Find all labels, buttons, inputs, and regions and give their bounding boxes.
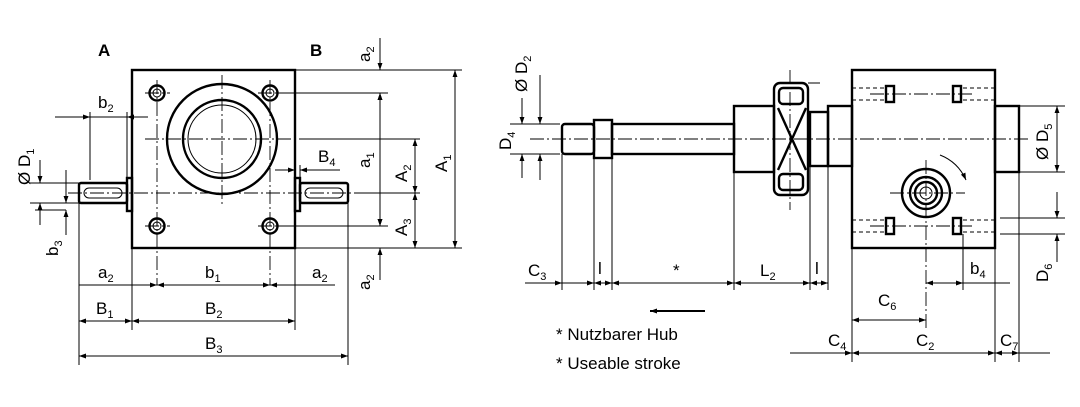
right-extension-lines	[510, 82, 1065, 362]
D4-label: D4	[496, 132, 518, 150]
D2-label: Ø D2	[512, 56, 534, 92]
C7-label: C7	[1000, 331, 1018, 353]
note-german: * Nutzbarer Hub	[556, 325, 678, 344]
right-worm-shaft	[293, 176, 350, 213]
right-center-lines	[530, 70, 1030, 330]
a2-top-label: a2	[355, 46, 377, 62]
b3-label: b3	[43, 240, 65, 256]
left-flange	[826, 104, 854, 168]
left-center-lines	[68, 75, 360, 285]
left-view: A B a2 a1 a2 A2 A3 A1 Ø D1 b3 b2 B4 a2 b…	[15, 38, 462, 365]
D1-label: Ø D1	[15, 149, 37, 185]
a2-right-label: a2	[312, 263, 328, 285]
B3-label: B3	[205, 334, 222, 356]
a1-label: a1	[355, 152, 377, 168]
view-a-label: A	[98, 41, 110, 60]
side-mounting-holes	[852, 84, 995, 236]
side-housing	[850, 68, 997, 250]
A3-label: A3	[392, 219, 414, 236]
mounting-holes	[148, 84, 279, 235]
B4-label: B4	[318, 147, 335, 169]
B1-label: B1	[96, 299, 113, 321]
right-view: Ø D2 D4 Ø D5 D6 C3 l * L2 l b4 C6 C4 C2 …	[496, 56, 1065, 373]
a2-left-label: a2	[98, 263, 114, 285]
b2-label: b2	[98, 93, 114, 115]
l-label-1: l	[598, 259, 602, 278]
l-label-2: l	[815, 259, 819, 278]
B2-label: B2	[205, 299, 222, 321]
C2-label: C2	[916, 331, 934, 353]
stroke-mark-label: *	[673, 261, 680, 280]
note-english: * Useable stroke	[556, 354, 681, 373]
C4-label: C4	[828, 331, 846, 353]
b4-label: b4	[970, 259, 986, 281]
C6-label: C6	[878, 291, 896, 313]
D5-label: Ø D5	[1033, 124, 1055, 160]
A1-label: A1	[432, 155, 454, 172]
L2-label: L2	[760, 261, 776, 283]
left-worm-shaft	[77, 176, 134, 213]
D6-label: D6	[1033, 264, 1055, 282]
rotation-arrow	[939, 154, 967, 181]
a2-bottom-label: a2	[355, 274, 377, 290]
C3-label: C3	[528, 261, 546, 283]
view-b-label: B	[310, 41, 322, 60]
housing-outline	[130, 68, 297, 250]
b1-label: b1	[205, 263, 221, 285]
A2-label: A2	[392, 165, 414, 182]
